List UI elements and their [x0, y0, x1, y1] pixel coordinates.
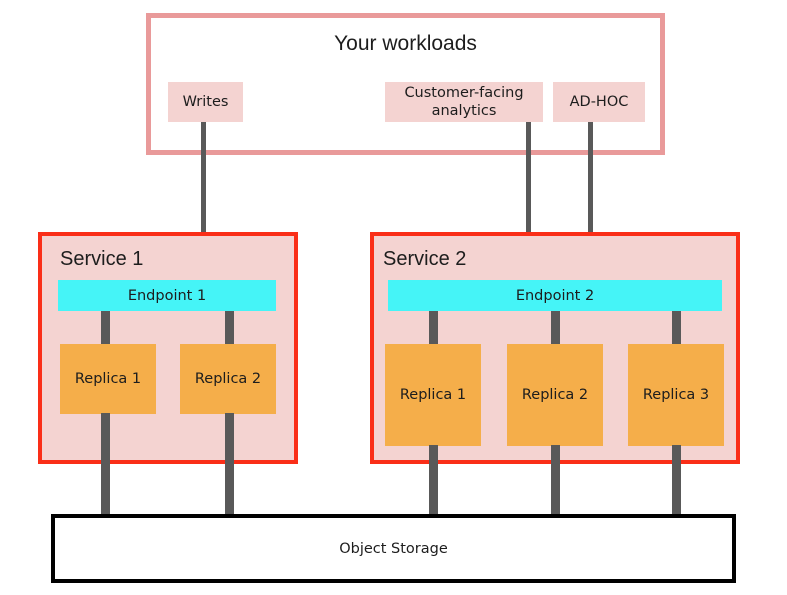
service-1-label: Service 1: [60, 248, 144, 270]
connector-s1-replica1-storage: [101, 413, 110, 516]
service-1-replica-2: Replica 2: [180, 344, 276, 414]
connector-endpoint2-replica3: [672, 311, 681, 345]
workload-chip-writes: Writes: [168, 82, 243, 122]
connector-endpoint1-replica2: [225, 311, 234, 345]
connector-s2-replica1-storage: [429, 445, 438, 516]
connector-s2-replica2-storage: [551, 445, 560, 516]
service-2-replica-3: Replica 3: [628, 344, 724, 446]
connector-s2-replica3-storage: [672, 445, 681, 516]
arrow-adhoc-to-endpoint-2: [588, 122, 593, 250]
service-2-label: Service 2: [383, 248, 467, 270]
arrow-writes-to-endpoint-1: [201, 122, 206, 264]
endpoint-1: Endpoint 1: [58, 280, 276, 311]
connector-s1-replica2-storage: [225, 413, 234, 516]
connector-endpoint2-replica1: [429, 311, 438, 345]
connector-endpoint2-replica2: [551, 311, 560, 345]
workloads-title: Your workloads: [334, 32, 477, 55]
service-2-replica-2: Replica 2: [507, 344, 603, 446]
service-2-replica-1: Replica 1: [385, 344, 481, 446]
workload-chip-ad-hoc: AD-HOC: [553, 82, 645, 122]
connector-endpoint1-replica1: [101, 311, 110, 345]
endpoint-2: Endpoint 2: [388, 280, 722, 311]
service-1-replica-1: Replica 1: [60, 344, 156, 414]
workload-chip-customer-facing-analytics: Customer-facing analytics: [385, 82, 543, 122]
arrow-analytics-to-endpoint-2: [526, 122, 531, 250]
object-storage: Object Storage: [51, 514, 736, 583]
